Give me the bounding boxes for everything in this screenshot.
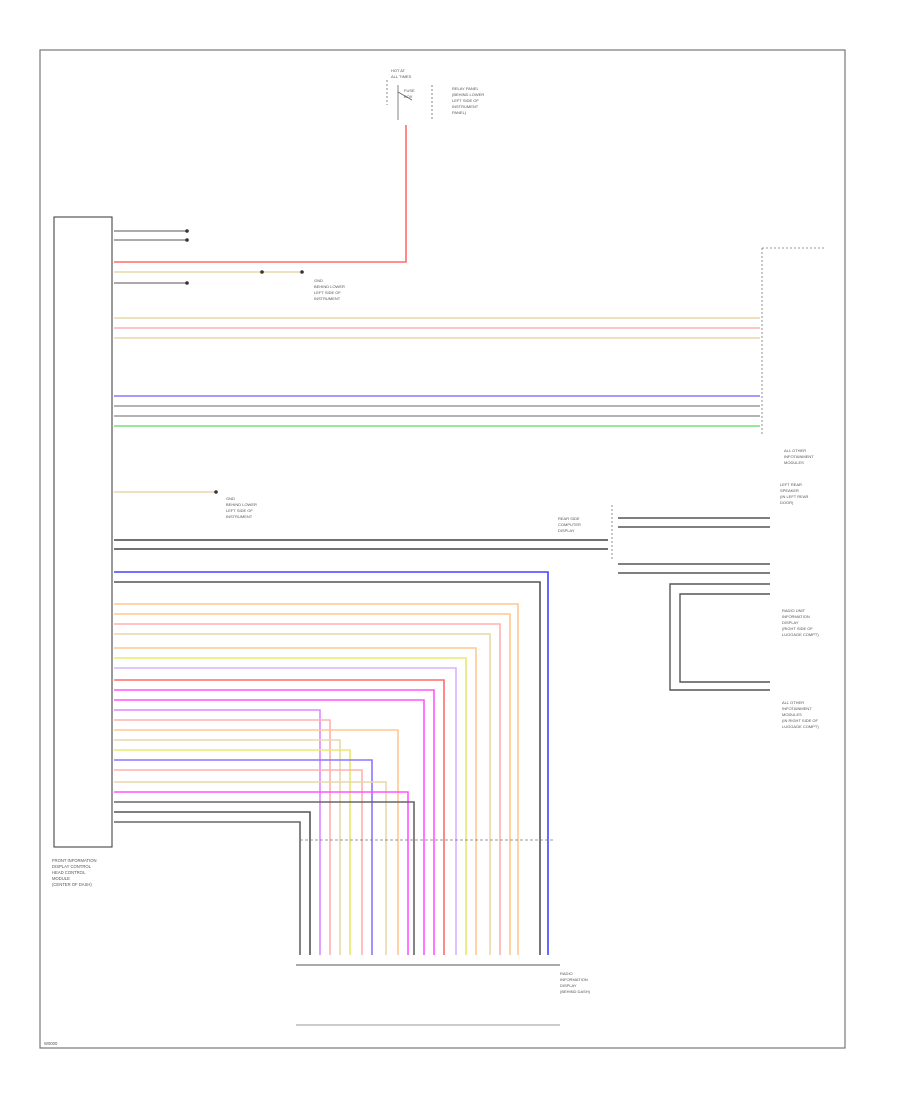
yellow-wire [114,657,467,955]
red-wire [114,679,445,955]
pink-wire [114,623,501,955]
diagram-frame [39,49,846,1049]
blue-violet-wire [114,759,373,955]
magenta-wire [114,689,435,955]
pink-wire [114,769,363,955]
descending-wires [114,571,549,955]
feed-caption-line: ALL TIMES [391,74,412,79]
right-mid-caption-c-line: LUGGAGE COMPT) [782,632,819,637]
right-mid-section: LEFT REAR SPEAKER (IN LEFT REAR DOOR) RE… [558,482,819,729]
connector-dot [185,229,189,233]
feed-note-line: (BEHIND LOWER [452,92,484,97]
bottom-module: RADIO INFORMATION DISPLAY (BEHIND DASH) [296,964,591,1026]
bottom-module-caption-line: INFORMATION [560,977,588,982]
yellow-wire [114,749,351,955]
tan-wire [114,781,387,955]
left-module-caption-line: HEAD CONTROL [52,870,86,875]
ground-note-line: BEHIND LOWER [226,502,257,507]
violet-wire [114,709,321,955]
feed-note-line: LEFT SIDE OF [452,98,479,103]
feed-caption-line: HOT AT [391,68,406,73]
dark-wire [114,811,311,955]
tan-wire [114,739,341,955]
blue-wire [114,571,549,955]
right-loop-wire [669,583,770,691]
horizontal-wires [114,317,760,550]
orange-wire [114,729,399,955]
ground-note-line: BEHIND LOWER [314,284,345,289]
orange-wire [114,603,519,955]
right-top-caption-line: ALL OTHER [784,448,806,453]
bottom-module-caption-line: (BEHIND DASH) [560,989,591,994]
right-mid-caption-b-line: COMPUTER [558,522,581,527]
right-bottom-caption-line: LUGGAGE COMPT) [782,724,819,729]
right-mid-caption-a-line: DOOR) [780,500,794,505]
tan-wire [114,633,491,955]
orange-wire [114,613,511,955]
right-bottom-caption-line: INFOTAINMENT [782,706,812,711]
ground-note-line: INSTRUMENT [226,514,253,519]
top-feed: HOT AT ALL TIMES FUSE BOX RELAY PANEL (B… [114,68,484,263]
left-module-caption-line: FRONT INFORMATION [52,858,97,863]
magenta-wire [114,791,409,955]
right-bottom-caption-line: (IN RIGHT SIDE OF [782,718,818,723]
right-mid-caption-c-line: DISPLAY [782,620,799,625]
bottom-module-caption-line: RADIO [560,971,573,976]
right-loop-wire [679,593,770,683]
ground-note-line: LEFT SIDE OF [314,290,341,295]
right-mid-caption-c-line: RADIO UNIT [782,608,806,613]
feed-note-line: RELAY PANEL [452,86,479,91]
connector-dot [300,270,304,274]
right-mid-caption-b-line: REAR SIDE [558,516,580,521]
left-module-caption-line: MODULE [52,876,70,881]
red-feed-wire [114,125,407,263]
feed-note-line: INSTRUMENT [452,104,479,109]
pink-wire [114,719,331,955]
dark-wire [114,821,301,955]
left-module-caption-line: DISPLAY CONTROL [52,864,92,869]
feed-switch-arm [397,91,413,101]
bottom-module-caption-line: DISPLAY [560,983,577,988]
feed-note-line: PANEL) [452,110,467,115]
right-bottom-caption-line: MODULES [782,712,802,717]
feed-caption-line: FUSE [404,88,415,93]
ground-note-line: GND [314,278,323,283]
dark-wire [114,581,541,955]
right-mid-caption-c-line: INFORMATION [782,614,810,619]
magenta-wire [114,699,425,955]
right-bottom-caption-line: ALL OTHER [782,700,804,705]
right-mid-caption-b-line: DISPLAY [558,528,575,533]
connector-dot [185,238,189,242]
right-top-caption-line: INFOTAINMENT [784,454,814,459]
left-module-box [53,216,113,848]
ground-note-line: LEFT SIDE OF [226,508,253,513]
connector-dot [260,270,264,274]
right-top-connector: ALL OTHER INFOTAINMENT MODULES [761,247,826,465]
right-mid-caption-c-line: (RIGHT SIDE OF [782,626,813,631]
lilac-wire [114,667,457,955]
ground-note-line: INSTRUMENT [314,296,341,301]
left-module-caption-line: (CENTER OF DASH) [52,882,92,887]
dark-wire [114,801,415,955]
top-stubs: GND BEHIND LOWER LEFT SIDE OF INSTRUMENT… [114,229,345,519]
left-module-caption: FRONT INFORMATION DISPLAY CONTROL HEAD C… [52,858,97,887]
connector-dot [214,490,218,494]
ground-note-line: GND [226,496,235,501]
right-top-caption-line: MODULES [784,460,804,465]
connector-dot [185,281,189,285]
right-mid-caption-a-line: SPEAKER [780,488,799,493]
feed-caption-line: BOX [404,94,413,99]
right-mid-caption-a-line: (IN LEFT REAR [780,494,808,499]
footer-code: W0000 [44,1041,58,1046]
right-mid-caption-a-line: LEFT REAR [780,482,802,487]
orange-wire [114,647,477,955]
